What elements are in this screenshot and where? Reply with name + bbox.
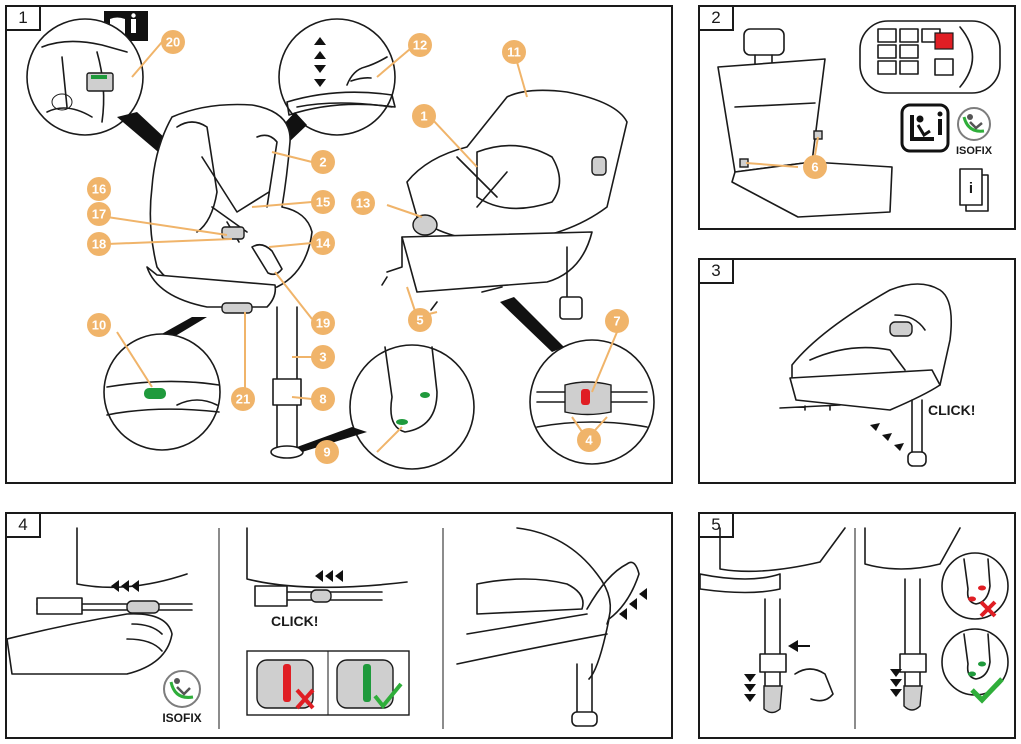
indicator-comparison	[246, 650, 410, 716]
panel-2-number: 2	[700, 7, 734, 31]
svg-text:4: 4	[585, 433, 593, 448]
inset-manual-storage	[26, 18, 144, 136]
isofix-logo-text: ISOFIX	[956, 145, 993, 157]
svg-text:19: 19	[316, 316, 330, 331]
callout-2: 2	[311, 150, 335, 174]
callout-8: 8	[311, 387, 335, 411]
callout-15: 15	[311, 190, 335, 214]
callout-20: 20	[161, 30, 185, 54]
callout-12: 12	[408, 33, 432, 57]
isofix-logo-icon	[957, 107, 991, 141]
isofix-logo-text: ISOFIX	[162, 711, 201, 725]
panel-3-number: 3	[700, 260, 734, 284]
svg-text:5: 5	[416, 313, 423, 328]
step-leg-adjust	[700, 527, 846, 714]
callout-4: 4	[577, 428, 601, 452]
check-mark-icon	[970, 677, 1004, 704]
panel-1-drawing: 20 12 11 1 2 16 15 13 17 18 14 5 7 19 10…	[26, 11, 655, 470]
step-connector-click	[246, 527, 408, 607]
callout-6: 6	[803, 155, 827, 179]
svg-text:2: 2	[319, 155, 326, 170]
step-leg-indicator	[864, 527, 1009, 711]
cross-mark-icon	[295, 688, 315, 710]
callout-17: 17	[87, 202, 111, 226]
callout-3: 3	[311, 345, 335, 369]
panel-1-number: 1	[7, 7, 41, 31]
inset-indicator-red	[529, 339, 655, 465]
panel-1: 1	[5, 5, 673, 484]
callout-1: 1	[412, 104, 436, 128]
svg-text:7: 7	[613, 314, 620, 329]
svg-text:6: 6	[811, 160, 818, 175]
inset-headrest-adjust	[278, 18, 396, 136]
isofix-child-seat-icon	[900, 103, 950, 153]
callout-11: 11	[502, 40, 526, 64]
cross-mark-icon	[979, 600, 997, 618]
svg-text:17: 17	[92, 207, 106, 222]
svg-text:12: 12	[413, 38, 427, 53]
callout-14: 14	[311, 231, 335, 255]
svg-text:i: i	[969, 180, 973, 197]
panel-2: 2 6	[698, 5, 1016, 230]
car-top-view	[859, 20, 1001, 94]
car-seat-front-view	[146, 103, 313, 459]
svg-text:1: 1	[420, 109, 427, 124]
callout-10: 10	[87, 313, 111, 337]
car-seat-side-view	[381, 89, 628, 320]
arrow-icon	[870, 423, 904, 451]
click-label: CLICK!	[271, 613, 318, 629]
step-check-base	[456, 527, 647, 727]
svg-text:20: 20	[166, 35, 180, 50]
click-label: CLICK!	[928, 402, 975, 418]
panel-2-drawing: 6 ISOFIX	[717, 20, 1001, 218]
callout-9: 9	[315, 440, 339, 464]
panel-5-drawing	[700, 527, 1009, 729]
car-seat-mounting	[779, 283, 953, 467]
isofix-logo-icon	[163, 670, 201, 708]
info-leaflet-icon: i	[959, 168, 989, 212]
check-mark-icon	[373, 682, 403, 710]
callout-21: 21	[231, 387, 255, 411]
callout-13: 13	[351, 191, 375, 215]
callout-5: 5	[408, 308, 432, 332]
panel-5: 5	[698, 512, 1016, 739]
svg-text:15: 15	[316, 195, 330, 210]
inset-leg-indicator	[349, 344, 475, 470]
panel-4-drawing: ISOFIX CLICK!	[7, 527, 647, 729]
step-push-connector	[7, 527, 193, 675]
callout-16: 16	[87, 177, 111, 201]
panel-5-number: 5	[700, 514, 734, 538]
svg-text:16: 16	[92, 182, 106, 197]
svg-text:11: 11	[507, 45, 521, 60]
callout-7: 7	[605, 309, 629, 333]
callout-18: 18	[87, 232, 111, 256]
svg-text:13: 13	[356, 196, 370, 211]
svg-text:21: 21	[236, 392, 250, 407]
panel-4: 4 ISOFIX CLICK!	[5, 512, 673, 739]
svg-text:10: 10	[92, 318, 106, 333]
svg-text:8: 8	[319, 392, 326, 407]
vehicle-seat	[717, 28, 893, 218]
inset-indicator-green	[103, 333, 221, 451]
panel-3: 3 CLICK!	[698, 258, 1016, 484]
svg-text:3: 3	[319, 350, 326, 365]
svg-text:18: 18	[92, 237, 106, 252]
panel-3-drawing: CLICK!	[779, 283, 975, 467]
svg-text:14: 14	[316, 236, 331, 251]
svg-text:9: 9	[323, 445, 330, 460]
panel-4-number: 4	[7, 514, 41, 538]
callout-19: 19	[311, 311, 335, 335]
